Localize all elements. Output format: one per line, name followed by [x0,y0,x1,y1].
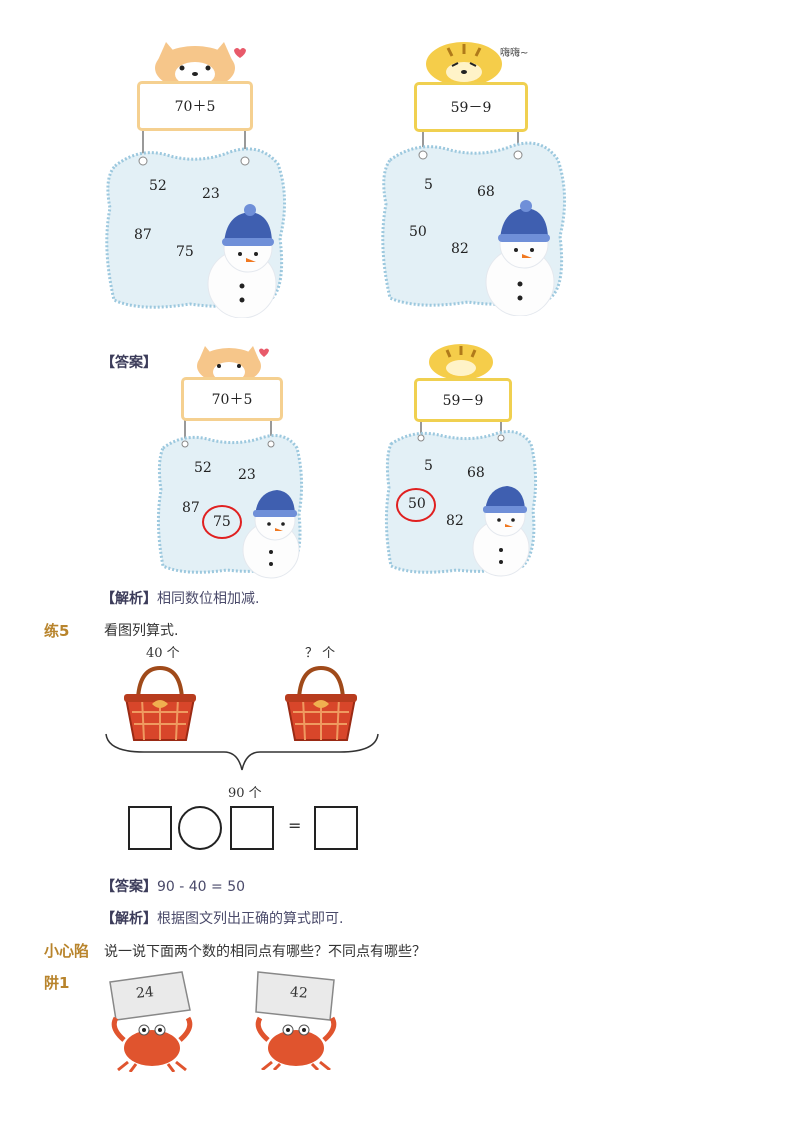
panel-number: 23 [202,186,220,202]
operator-blank-circle[interactable] [178,806,222,850]
circled-number: 75 [213,514,231,530]
answer-blank-box[interactable] [128,806,172,850]
snowman-panel-right [381,42,567,316]
expression-sign-left: 70＋5 [137,81,253,131]
analysis-line: 【解析】相同数位相加减. [101,591,260,607]
snowman-panel-left [105,42,287,318]
answer-expression-sign-right: 59－9 [414,378,512,422]
expression-text: 59－9 [442,393,484,409]
panel-number: 5 [424,458,433,474]
total-brace [105,733,379,771]
panel-number: 52 [149,178,167,194]
answer-circle [202,505,242,539]
expression-text: 59－9 [450,100,492,116]
answer-panel-left [156,346,304,579]
trap-question: 说一说下面两个数的相同点有哪些？不同点有哪些？ [104,944,426,960]
panel-number: 75 [176,244,194,260]
answer-circle [396,488,436,522]
answer-blank-box[interactable] [230,806,274,850]
answer-panel-right [384,344,538,577]
panel-number: 68 [467,465,485,481]
card-number: 24 [135,984,155,1002]
practice-label: 练5 [44,622,70,640]
panel-number: 87 [182,500,200,516]
practice-question: 看图列算式. [104,623,179,639]
answer-tag: 【答案】 [101,355,157,371]
card-number: 42 [289,984,309,1002]
panel-number: 87 [134,227,152,243]
panel-number: 52 [194,460,212,476]
panel-number: 5 [424,177,433,193]
total-label: 90 个 [228,786,262,801]
left-basket-label: 40 个 [146,646,180,661]
answer-expression-sign-left: 70＋5 [181,377,283,421]
circled-number: 50 [408,496,426,512]
answer-blank-box[interactable] [314,806,358,850]
panel-number: 68 [477,184,495,200]
expression-text: 70＋5 [174,99,216,115]
crab-with-card-right [255,971,337,1070]
answer-line: 【答案】90 - 40 = 50 [101,879,246,895]
panel-number: 23 [238,467,256,483]
crab-with-card-left [109,971,193,1072]
analysis-line: 【解析】根据图文列出正确的算式即可. [101,911,344,927]
right-basket-label: ？ 个 [305,646,336,661]
panel-number: 50 [409,224,427,240]
panel-number: 82 [446,513,464,529]
trap-label: 阱1 [44,974,70,992]
expression-text: 70＋5 [211,392,253,408]
panel-number: 82 [451,241,469,257]
basket-icon [124,665,196,741]
expression-sign-right: 59－9 [414,82,528,132]
trap-label: 小心陷 [44,942,90,960]
equals-sign: = [288,816,302,835]
speech-text: 嗨嗨~ [500,48,529,59]
basket-icon [285,665,357,741]
